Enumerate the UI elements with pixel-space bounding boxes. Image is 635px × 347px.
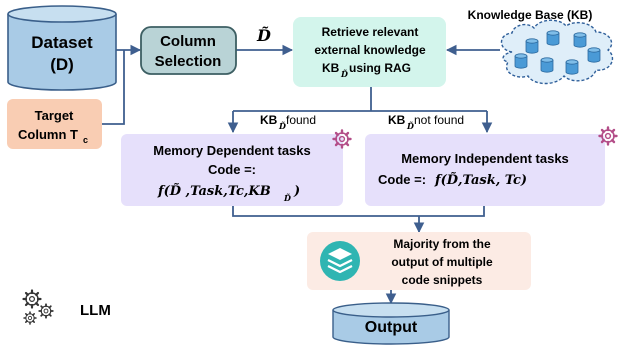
target-column-line2: Column T [18,127,78,142]
gear-icon [38,303,54,319]
svg-text:D̃: D̃ [278,121,286,131]
layers-icon [320,241,360,281]
memory-independent-title: Memory Independent tasks [401,151,569,166]
memory-independent-code-label: Code =: [378,172,426,187]
legend-llm-label: LLM [80,302,111,319]
majority-line1: Majority from the [393,237,491,251]
arrow-target-to-selection [102,50,125,125]
svg-text:D̃: D̃ [406,121,414,131]
retrieve-line3-kb: KB [322,61,340,75]
column-selection-line2: Selection [155,53,222,70]
memory-dependent-formula-sub: D̃ [283,193,291,203]
column-selection-box: Column Selection [140,26,237,75]
dataset-cylinder: Dataset (D) [7,5,117,91]
output-cylinder: Output [332,302,450,345]
knowledge-base-cloud: Knowledge Base (KB) [468,8,614,85]
memory-dependent-formula: f(D̃ ,Task,Tc,KB [157,183,271,199]
memory-dependent-box: Memory Dependent tasks Code =: f(D̃ ,Tas… [121,134,343,206]
branch-not-found-label: KB D̃ not found [388,113,464,131]
retrieve-line3-rest: using RAG [349,61,411,75]
target-column-subscript: c [83,135,88,145]
majority-line2: output of multiple [391,255,493,269]
legend-llm: LLM [22,289,111,325]
branch-found-label: KB D̃ found [260,113,316,131]
gear-icon [23,311,37,325]
svg-text:KB: KB [260,113,278,127]
svg-text:found: found [286,113,316,127]
gear-icon [22,289,42,309]
d-tilde-label: D̃ [256,26,271,45]
retrieve-line1: Retrieve relevant [322,25,419,39]
target-column-box: Target Column T c [7,99,102,149]
majority-line3: code snippets [402,273,483,287]
dataset-symbol: (D) [50,55,74,74]
line-dependent-down [232,206,485,217]
memory-dependent-title: Memory Dependent tasks [153,143,311,158]
retrieve-line2: external knowledge [314,43,426,57]
column-selection-line1: Column [160,33,216,50]
memory-independent-formula: f(D̃,Task, Tc) [434,172,527,188]
majority-box: Majority from the output of multiple cod… [307,232,531,290]
memory-independent-box: Memory Independent tasks Code =: f(D̃,Ta… [365,134,605,206]
knowledge-base-label: Knowledge Base (KB) [468,8,593,22]
kb-database-icons [514,30,601,75]
retrieve-line3-sub: D̃ [340,69,348,79]
connectors [102,44,500,305]
svg-text:KB: KB [388,113,406,127]
svg-text:not found: not found [414,113,464,127]
memory-dependent-code-label: Code =: [208,162,256,177]
output-label: Output [365,319,418,336]
target-column-line1: Target [35,108,74,123]
memory-dependent-formula-end: ) [293,184,300,199]
retrieve-box: Retrieve relevant external knowledge KB … [293,17,446,87]
dataset-label: Dataset [31,33,93,52]
gear-icon [598,126,618,146]
